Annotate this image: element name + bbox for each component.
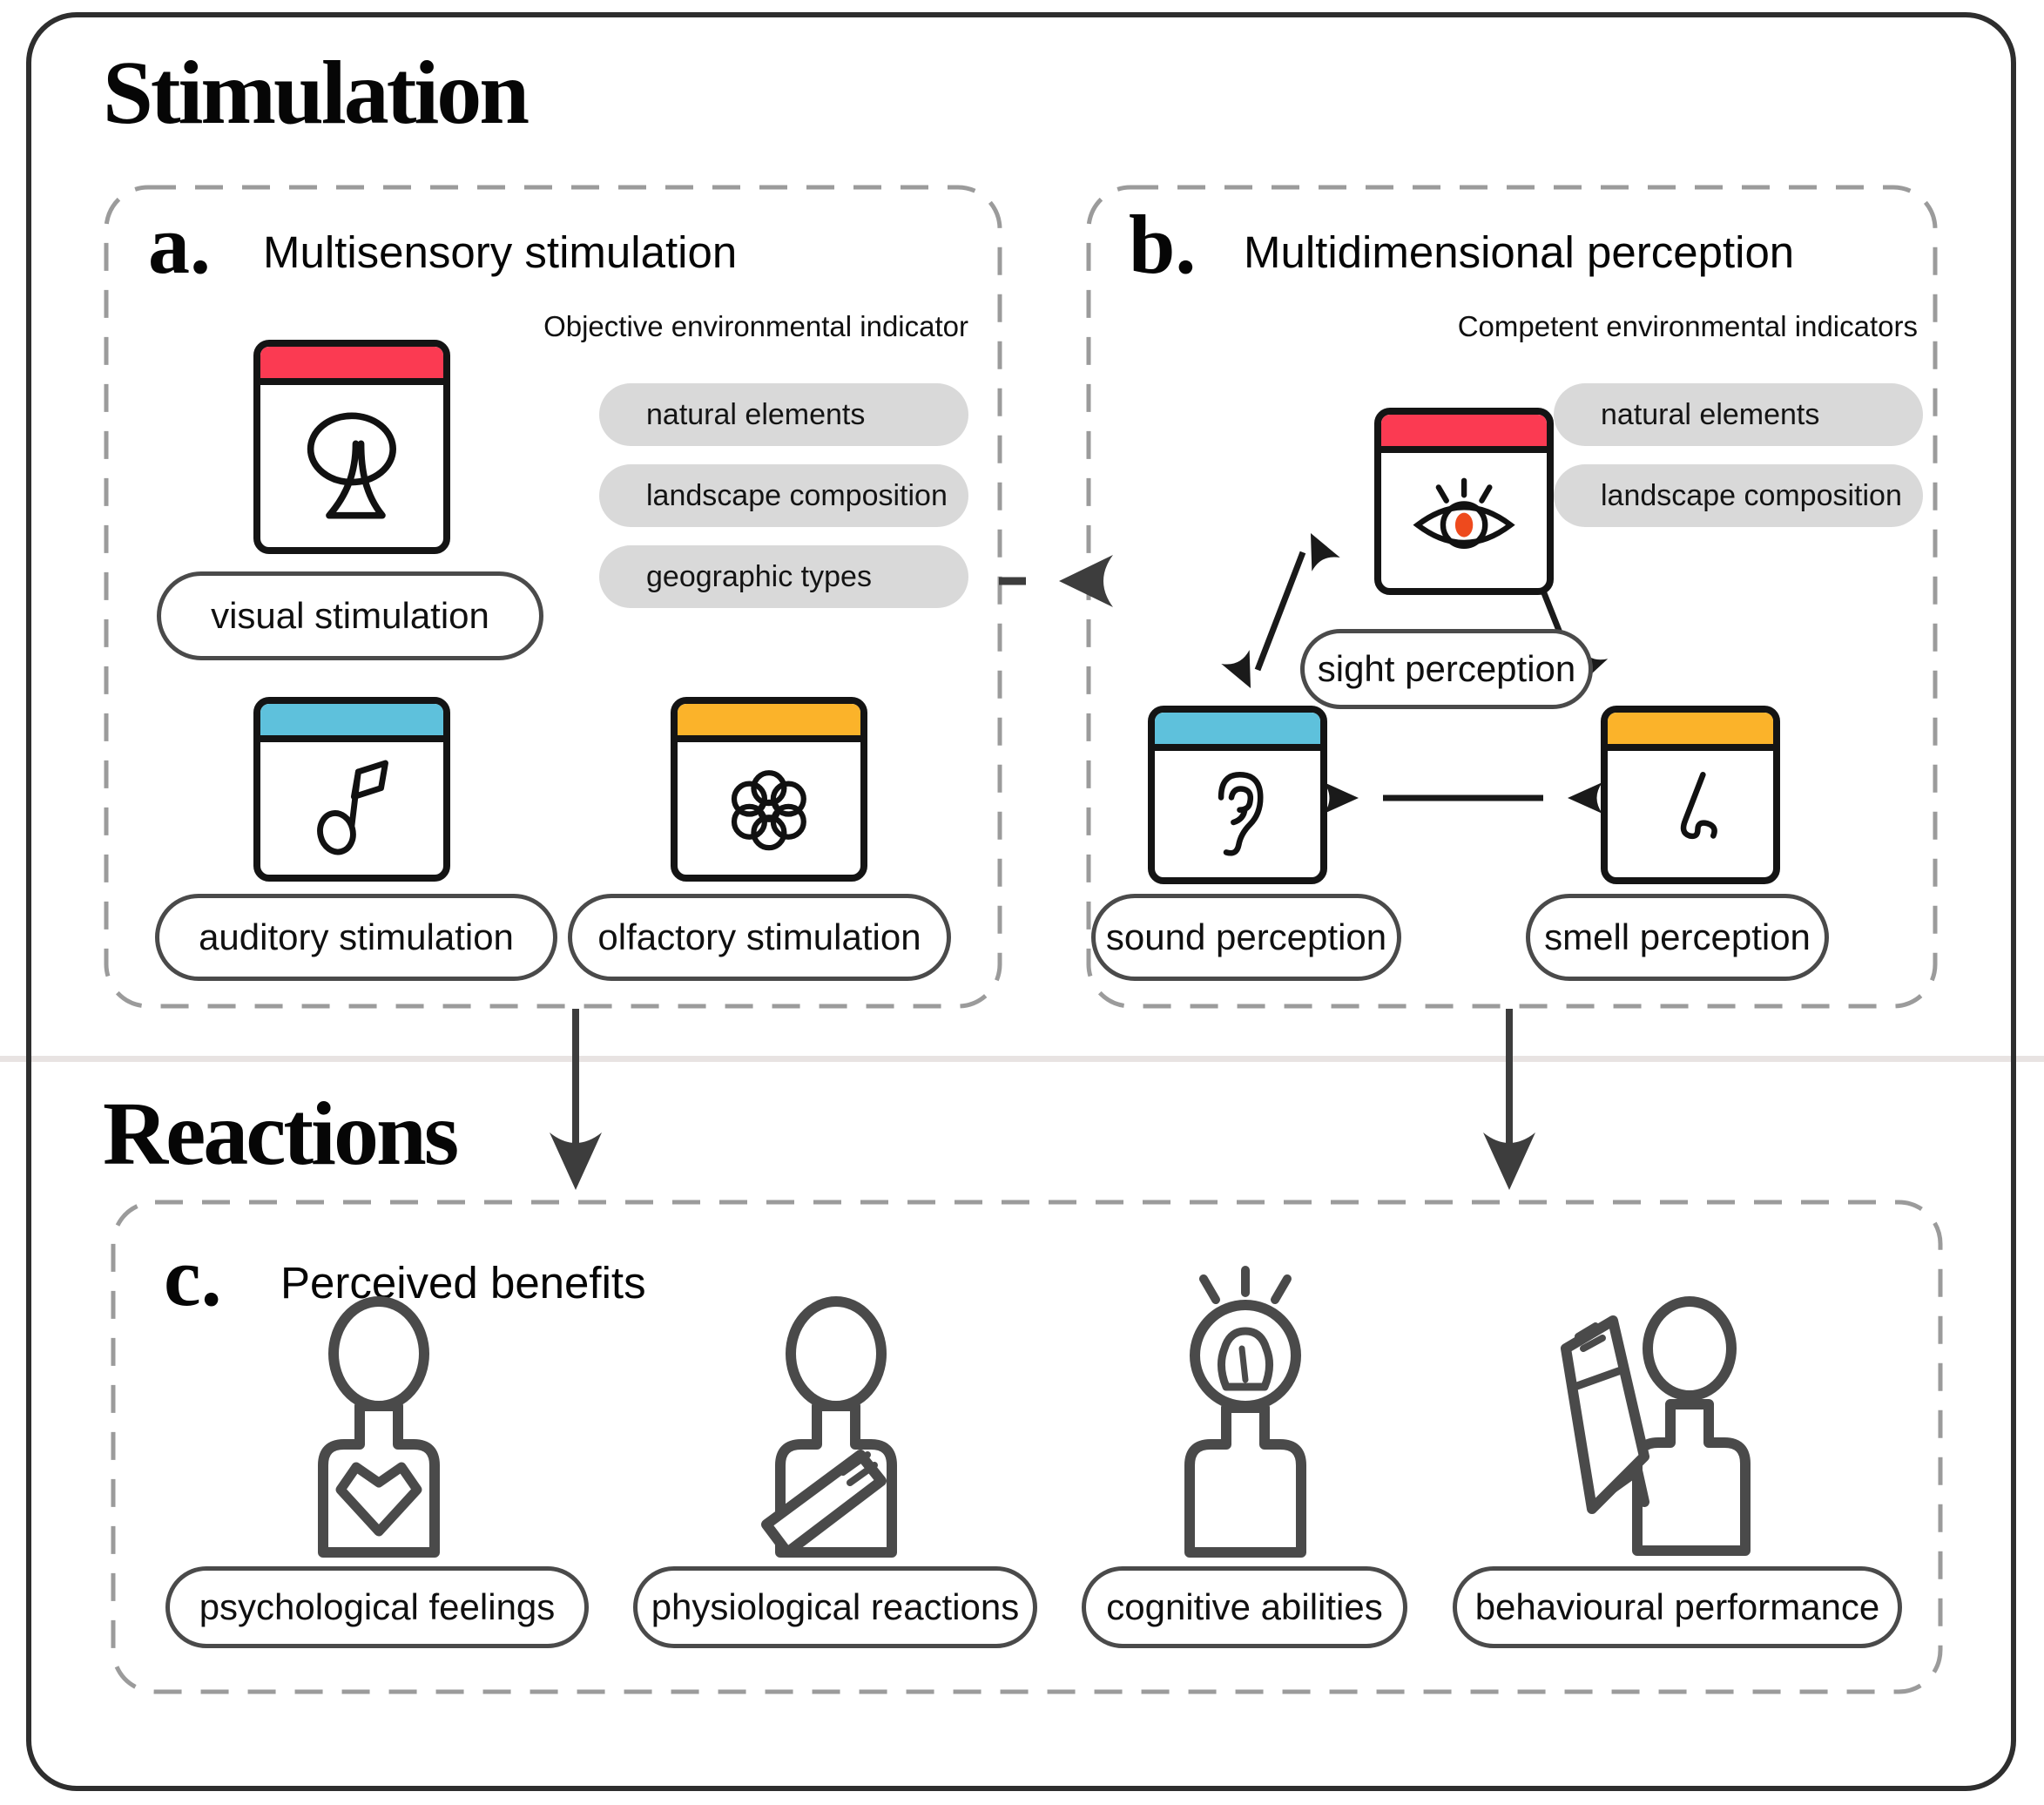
tag-geographic-types: geographic types: [599, 545, 968, 608]
pill-label: visual stimulation: [211, 595, 489, 636]
visual-stimulation-card: [253, 340, 450, 554]
smell-perception-card: [1601, 706, 1780, 884]
pill-label: physiological reactions: [651, 1586, 1020, 1627]
flower-icon: [678, 742, 860, 875]
section-title-stimulation: Stimulation: [103, 43, 530, 143]
music-note-icon: [260, 742, 443, 875]
card-accent-bar-blue: [260, 704, 443, 742]
ear-icon: [1155, 751, 1320, 877]
arrow-sound-smell: [1324, 782, 1602, 814]
olfactory-stimulation-card: [671, 697, 867, 882]
cognitive-abilities-label: cognitive abilities: [1082, 1566, 1407, 1648]
tag-landscape-composition: landscape composition: [599, 464, 968, 527]
pill-label: psychological feelings: [199, 1586, 556, 1627]
sight-perception-label: sight perception: [1300, 629, 1593, 709]
tag-label: natural elements: [1601, 397, 1820, 431]
eye-icon: [1381, 453, 1547, 588]
auditory-stimulation-label: auditory stimulation: [155, 894, 557, 981]
arrow-a-down: [550, 1009, 602, 1190]
panel-a-title: Multisensory stimulation: [263, 227, 738, 277]
panel-b-letter: b.: [1129, 198, 1197, 291]
panel-c-letter: c.: [164, 1230, 222, 1323]
smell-perception-label: smell perception: [1526, 894, 1829, 981]
arrow-b-down: [1483, 1009, 1535, 1190]
tag-label: natural elements: [646, 397, 866, 431]
tag-label: geographic types: [646, 559, 872, 593]
card-accent-bar-yellow: [678, 704, 860, 742]
section-title-reactions: Reactions: [103, 1084, 459, 1184]
panel-a-subtitle: Objective environmental indicator: [543, 310, 968, 342]
sight-perception-card: [1374, 408, 1554, 595]
person-hand-on-chest-icon: [761, 1296, 897, 1558]
pill-label: sound perception: [1105, 916, 1387, 957]
tag-label: landscape composition: [1601, 478, 1902, 512]
pill-label: cognitive abilities: [1106, 1586, 1383, 1627]
panel-a-letter: a.: [148, 198, 211, 291]
card-accent-bar-blue: [1155, 713, 1320, 751]
visual-stimulation-label: visual stimulation: [157, 571, 543, 660]
psychological-feelings-label: psychological feelings: [165, 1566, 589, 1648]
pill-label: smell perception: [1544, 916, 1811, 957]
tag-natural-elements: natural elements: [599, 383, 968, 446]
olfactory-stimulation-label: olfactory stimulation: [568, 894, 951, 981]
card-accent-bar-red: [260, 347, 443, 385]
panel-a-border: [104, 185, 1002, 1009]
pill-label: sight perception: [1317, 648, 1576, 689]
panel-b-title: Multidimensional perception: [1244, 227, 1795, 277]
divider-line: [0, 1056, 2044, 1062]
tag-landscape-composition-b: landscape composition: [1554, 464, 1923, 527]
panel-b-subtitle: Competent environmental indicators: [1457, 310, 1918, 342]
pill-label: behavioural performance: [1474, 1586, 1880, 1627]
arrow-sight-sound: [1221, 533, 1340, 688]
person-raised-arm-icon: [1561, 1296, 1751, 1556]
auditory-stimulation-card: [253, 697, 450, 882]
behavioural-performance-label: behavioural performance: [1453, 1566, 1902, 1648]
panel-c-border: [111, 1200, 1943, 1694]
person-heart-icon: [318, 1296, 440, 1558]
sound-perception-card: [1148, 706, 1327, 884]
arrow-a-to-b: [999, 555, 1113, 607]
nose-icon: [1608, 751, 1773, 877]
card-accent-bar-red: [1381, 415, 1547, 453]
tree-icon: [260, 385, 443, 547]
person-lightbulb-icon: [1184, 1266, 1306, 1558]
physiological-reactions-label: physiological reactions: [633, 1566, 1037, 1648]
sound-perception-label: sound perception: [1091, 894, 1401, 981]
panel-b-border: [1086, 185, 1938, 1009]
card-accent-bar-yellow: [1608, 713, 1773, 751]
panel-c-title: Perceived benefits: [280, 1258, 646, 1308]
pill-label: olfactory stimulation: [597, 916, 921, 957]
tag-natural-elements-b: natural elements: [1554, 383, 1923, 446]
pill-label: auditory stimulation: [199, 916, 514, 957]
tag-label: landscape composition: [646, 478, 948, 512]
